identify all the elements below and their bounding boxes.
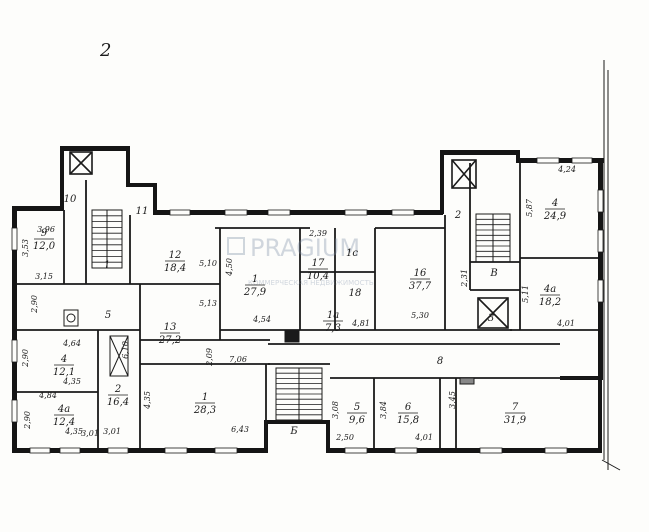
stairs — [91, 209, 511, 421]
room-labels: 10912,0111218,4127,91710,41с181а7,31637,… — [33, 194, 567, 437]
dimension-label: 2,50 — [335, 433, 354, 442]
dimension-label: 4,24 — [557, 165, 576, 174]
room-area: 27,2 — [158, 335, 181, 346]
dimension-label: 5,87 — [525, 198, 534, 217]
elevator-shafts — [69, 151, 509, 329]
room-area: 9,6 — [349, 415, 366, 426]
room-area: 16,4 — [107, 397, 129, 408]
room-number: 18 — [349, 288, 362, 299]
room-number: 1с — [346, 248, 358, 259]
room-area: 12,4 — [53, 417, 75, 428]
outer-walls — [12, 146, 604, 453]
dimension-label: 4,01 — [556, 319, 575, 328]
room-number: 8 — [437, 356, 443, 367]
room-number: 1 — [202, 392, 208, 403]
dimension-label: 2,09 — [205, 348, 214, 367]
watermark-sub: КОММЕРЧЕСКАЯ НЕДВИЖИМОСТЬ — [248, 279, 374, 287]
room-number: 4а — [57, 404, 70, 415]
room-number: 5 — [105, 310, 111, 321]
dimension-label: 6,43 — [231, 425, 249, 434]
room-number: 3 — [488, 313, 494, 324]
dimension-label: 3,15 — [35, 272, 53, 281]
dimension-label: 6,10 — [121, 341, 130, 359]
room-area: 27,9 — [243, 287, 267, 298]
dimension-label: 4,50 — [225, 258, 234, 277]
dimension-label: 4,35 — [143, 391, 152, 410]
room-number: 2 — [114, 384, 121, 395]
room-number: 5 — [354, 402, 360, 413]
dimension-label: 4,01 — [414, 433, 433, 442]
dimension-label: 4,81 — [351, 319, 370, 328]
dimension-label: 2,90 — [23, 411, 32, 430]
room-area: 10,4 — [307, 271, 329, 282]
dimension-label: 3,01 — [81, 429, 99, 438]
room-number: 7 — [512, 402, 519, 413]
partitions — [17, 163, 598, 448]
dimension-label: 4,84 — [38, 391, 57, 400]
room-area: 28,3 — [193, 405, 216, 416]
room-number: 4 — [60, 354, 67, 365]
room-area: 18,2 — [539, 297, 561, 308]
room-number: 4 — [551, 198, 558, 209]
adjacent-building-edge — [601, 60, 621, 471]
dimension-label: 2,31 — [460, 269, 469, 288]
room-number: 4а — [543, 284, 556, 295]
dimension-label: 2,90 — [21, 349, 30, 368]
room-area: 18,4 — [164, 263, 186, 274]
dimension-label: 4,35 — [62, 377, 81, 386]
room-number: В — [489, 268, 497, 279]
room-number: 1а — [327, 310, 339, 321]
room-number: 13 — [164, 322, 177, 333]
dimension-label: 3,53 — [21, 239, 30, 257]
dimension-label: 2,39 — [308, 229, 327, 238]
room-number: 12 — [169, 250, 182, 261]
dimension-label: 3,84 — [379, 401, 388, 419]
room-area: 15,8 — [397, 415, 419, 426]
room-number: 10 — [64, 194, 77, 205]
room-area: 24,9 — [543, 211, 567, 222]
room-area: 37,7 — [409, 281, 432, 292]
room-number: 9 — [41, 228, 48, 239]
room-area: 12,0 — [33, 241, 56, 252]
room-area: 7,3 — [325, 323, 341, 334]
dimension-labels: 3,96 3,53 3,15 5,10 5,13 4,54 2,39 4,81 5,30 4,24… — [21, 165, 576, 442]
room-area: 12,1 — [53, 367, 75, 378]
dimension-label: 3,08 — [331, 401, 340, 419]
room-number: 1 — [252, 274, 258, 285]
sheet-number: 2 — [99, 40, 111, 61]
room-number: 11 — [136, 206, 149, 217]
room-number: Б — [289, 426, 298, 437]
watermark-main: PRAGIUM — [250, 234, 360, 262]
watermark: PRAGIUM КОММЕРЧЕСКАЯ НЕДВИЖИМОСТЬ — [227, 234, 374, 287]
room-number: 6 — [405, 402, 412, 413]
dimension-label: 2,90 — [30, 295, 39, 314]
dimension-label: 4,35 — [64, 427, 83, 436]
room-number: 1 — [104, 260, 110, 271]
dimension-label: 4,64 — [62, 339, 81, 348]
room-number: 17 — [312, 258, 325, 269]
dimension-label: 5,30 — [411, 311, 429, 320]
dimension-label: 3,01 — [103, 427, 121, 436]
dimension-label: 4,54 — [252, 315, 271, 324]
room-number: 2 — [454, 210, 461, 221]
room-area: 31,9 — [504, 415, 527, 426]
dimension-label: 5,13 — [199, 299, 217, 308]
windows — [11, 157, 604, 454]
dimension-label: 5,11 — [521, 285, 530, 303]
dimension-label: 7,06 — [229, 355, 247, 364]
dimension-label: 3,96 — [37, 225, 55, 234]
fixtures — [63, 309, 475, 385]
dimension-label: 3,45 — [448, 391, 457, 409]
dimension-label: 5,10 — [199, 259, 217, 268]
room-number: 16 — [414, 268, 427, 279]
